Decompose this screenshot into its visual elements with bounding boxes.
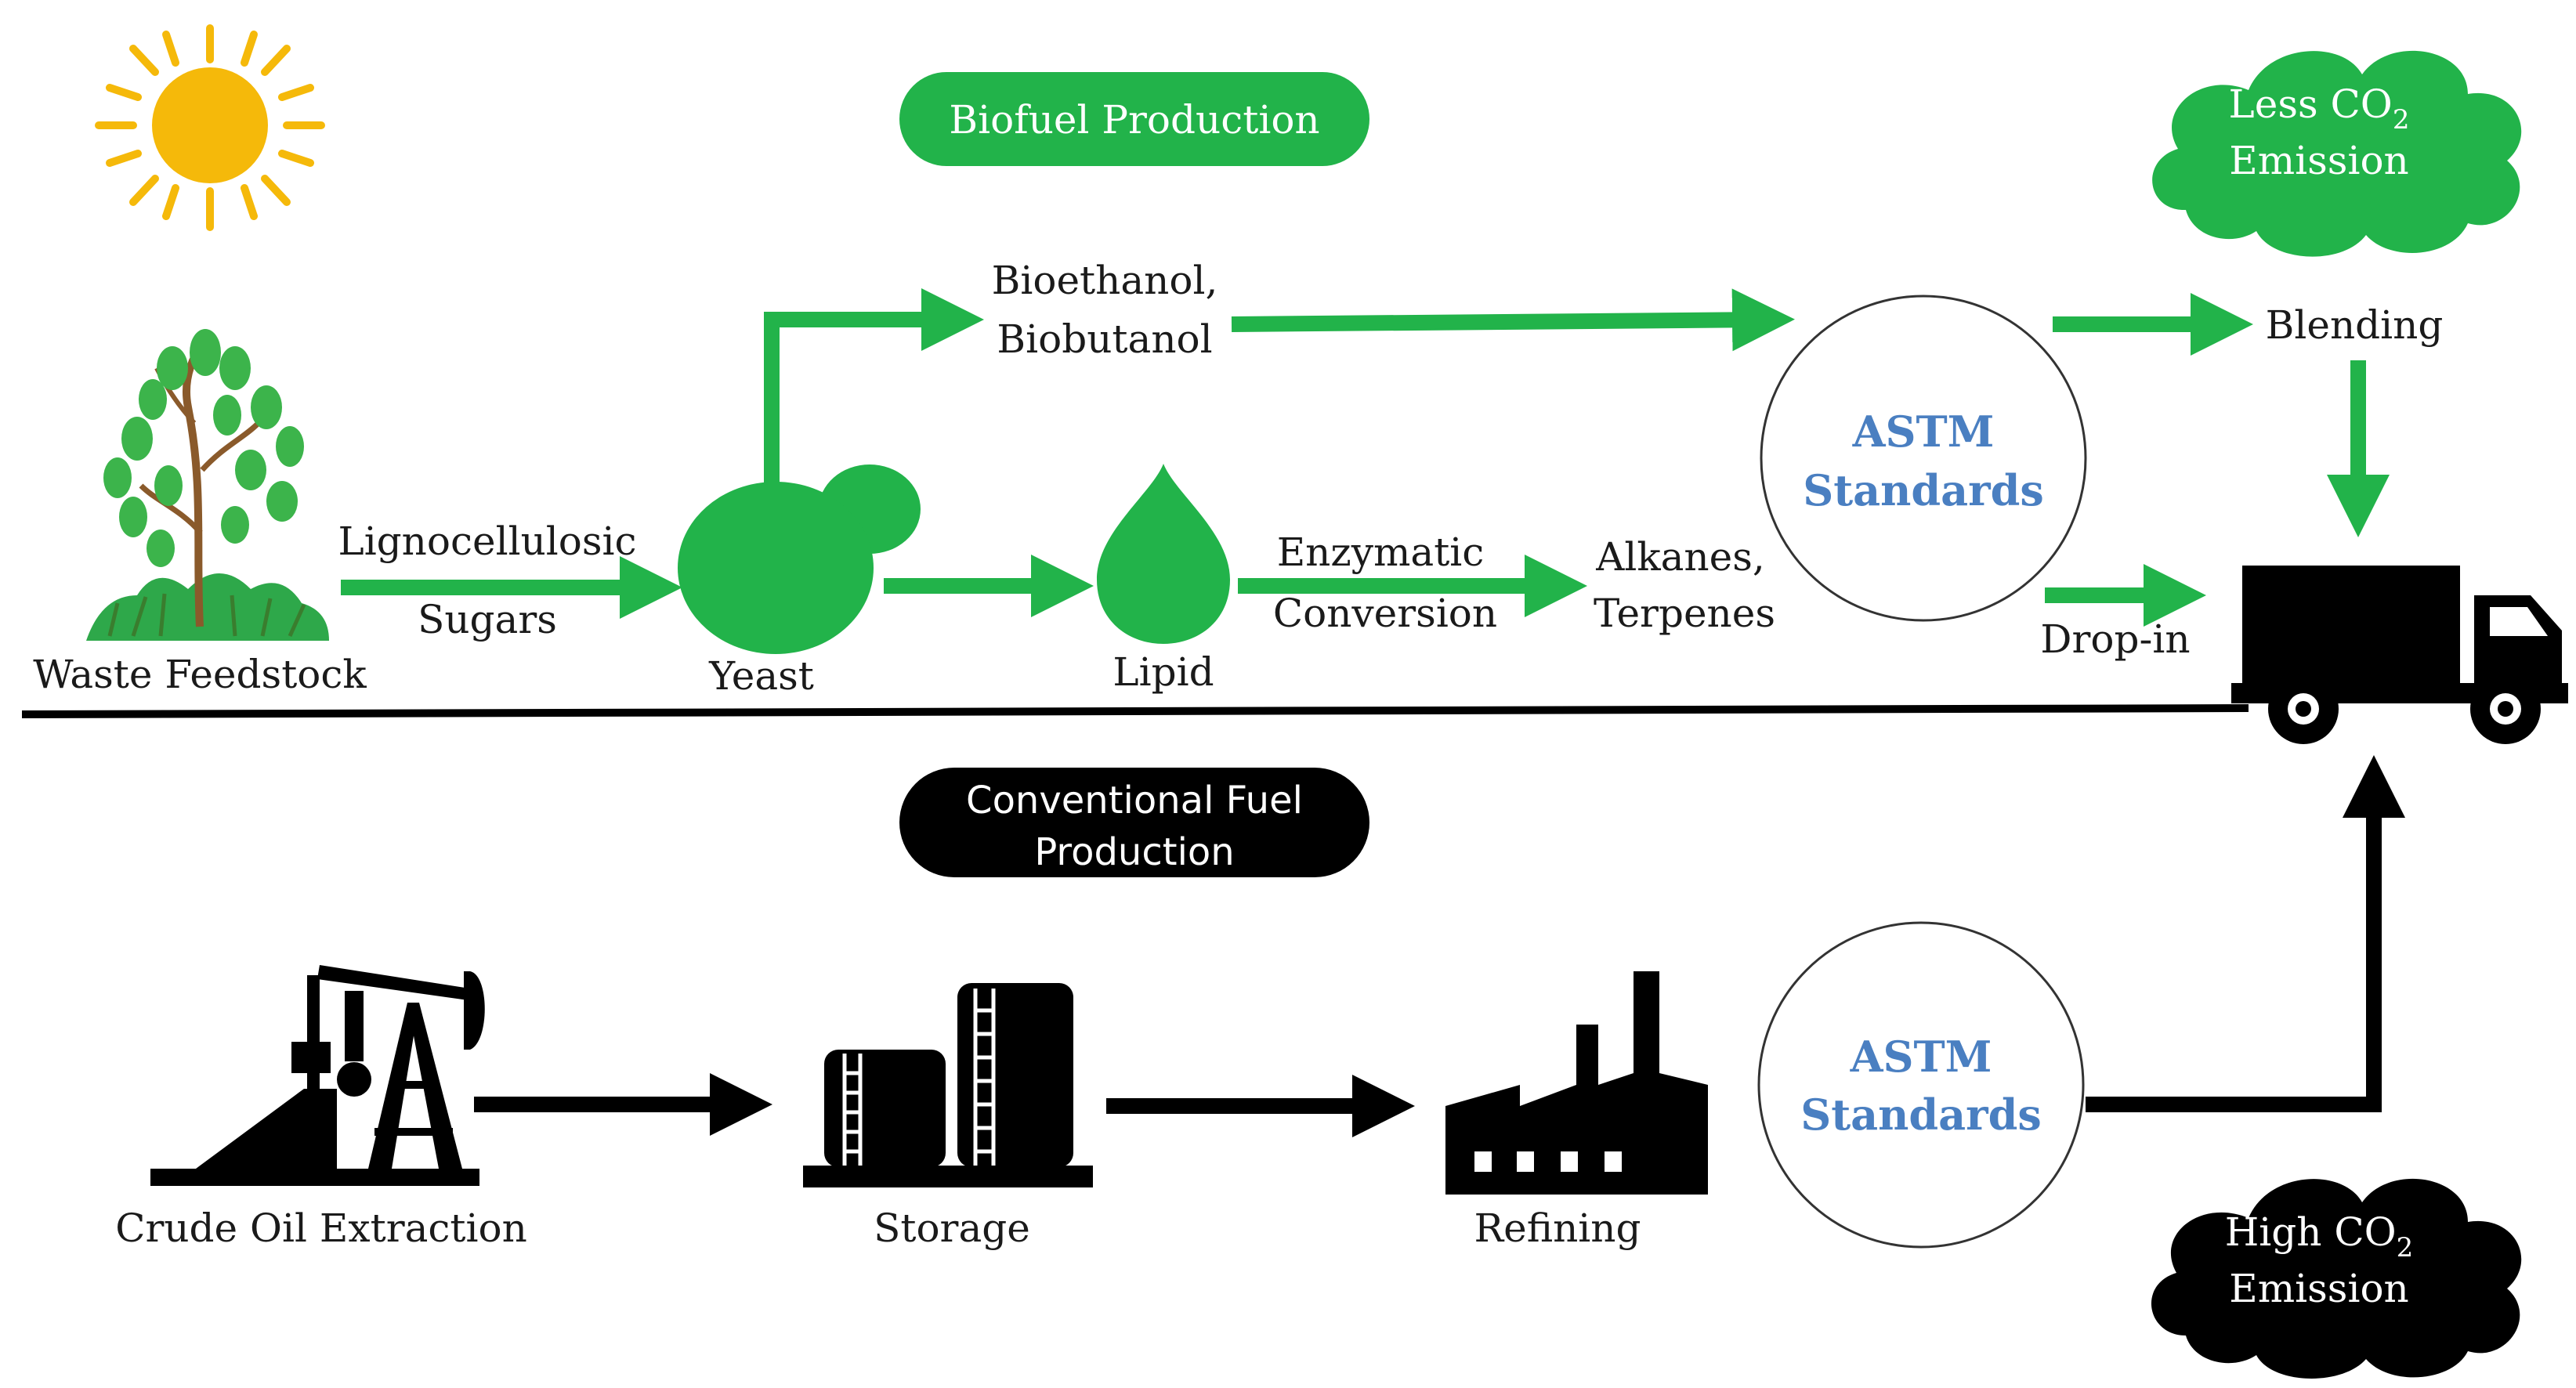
enzymatic-label-line1: Enzymatic (1277, 530, 1485, 575)
yeast-label: Yeast (708, 653, 814, 699)
bioalcohol-label-line1: Bioethanol, (992, 258, 1218, 303)
alkanes-label-line2: Terpenes (1594, 591, 1775, 636)
truck-icon (2231, 566, 2568, 744)
conventional-title-pill: Conventional Fuel Production (899, 768, 1369, 877)
less-co2-cloud: Less CO2 Emission (2152, 50, 2522, 257)
svg-text:High CO2: High CO2 (2225, 1209, 2414, 1263)
sun-icon (95, 24, 325, 231)
biofuel-title-pill: Biofuel Production (899, 72, 1369, 166)
arrow-bioalcohol-to-astm (1231, 288, 1795, 352)
conventional-title-line2: Production (1034, 830, 1234, 874)
alkanes-label-line1: Alkanes, (1595, 534, 1765, 580)
svg-text:Less CO2: Less CO2 (2229, 81, 2410, 136)
blending-label: Blending (2266, 302, 2444, 348)
astm-conventional-line2: Standards (1800, 1090, 2042, 1140)
high-co2-line1: High CO (2225, 1209, 2397, 1255)
oil-pumpjack-icon (150, 965, 485, 1186)
less-co2-subscript: 2 (2393, 104, 2410, 136)
high-co2-cloud: High CO2 Emission (2151, 1178, 2522, 1379)
arrow-yeast-to-bioalcohol (764, 288, 984, 487)
astm-biofuel-line1: ASTM (1852, 407, 1995, 457)
sugars-label-line1: Lignocellulosic (338, 519, 636, 564)
astm-standards-biofuel: ASTM Standards (1760, 295, 2087, 622)
refining-label: Refining (1474, 1205, 1641, 1251)
bioalcohol-label-line2: Biobutanol (997, 316, 1212, 362)
biofuel-title: Biofuel Production (949, 97, 1319, 143)
plant-icon (86, 329, 329, 641)
sugars-label-line2: Sugars (418, 597, 557, 642)
crude-oil-label: Crude Oil Extraction (115, 1205, 527, 1251)
arrow-astm-to-truck (2086, 755, 2405, 1112)
yeast-cell-icon (678, 464, 921, 654)
storage-tanks-icon (803, 983, 1093, 1187)
high-co2-line2: Emission (2229, 1266, 2409, 1311)
section-divider (21, 704, 2249, 718)
enzymatic-label-line2: Conversion (1273, 591, 1497, 636)
lipid-label: Lipid (1113, 649, 1214, 695)
conventional-title-line1: Conventional Fuel (966, 779, 1303, 822)
less-co2-line2: Emission (2229, 138, 2409, 183)
lipid-droplet-icon (1097, 464, 1230, 644)
refinery-factory-icon (1445, 971, 1708, 1195)
astm-standards-conventional: ASTM Standards (1757, 921, 2085, 1249)
high-co2-subscript: 2 (2397, 1232, 2414, 1263)
storage-label: Storage (874, 1205, 1030, 1251)
astm-conventional-line1: ASTM (1850, 1032, 1992, 1082)
astm-biofuel-line2: Standards (1803, 465, 2044, 515)
waste-feedstock-label: Waste Feedstock (33, 652, 367, 697)
less-co2-line1: Less CO (2229, 81, 2393, 127)
drop-in-label: Drop-in (2040, 616, 2190, 662)
